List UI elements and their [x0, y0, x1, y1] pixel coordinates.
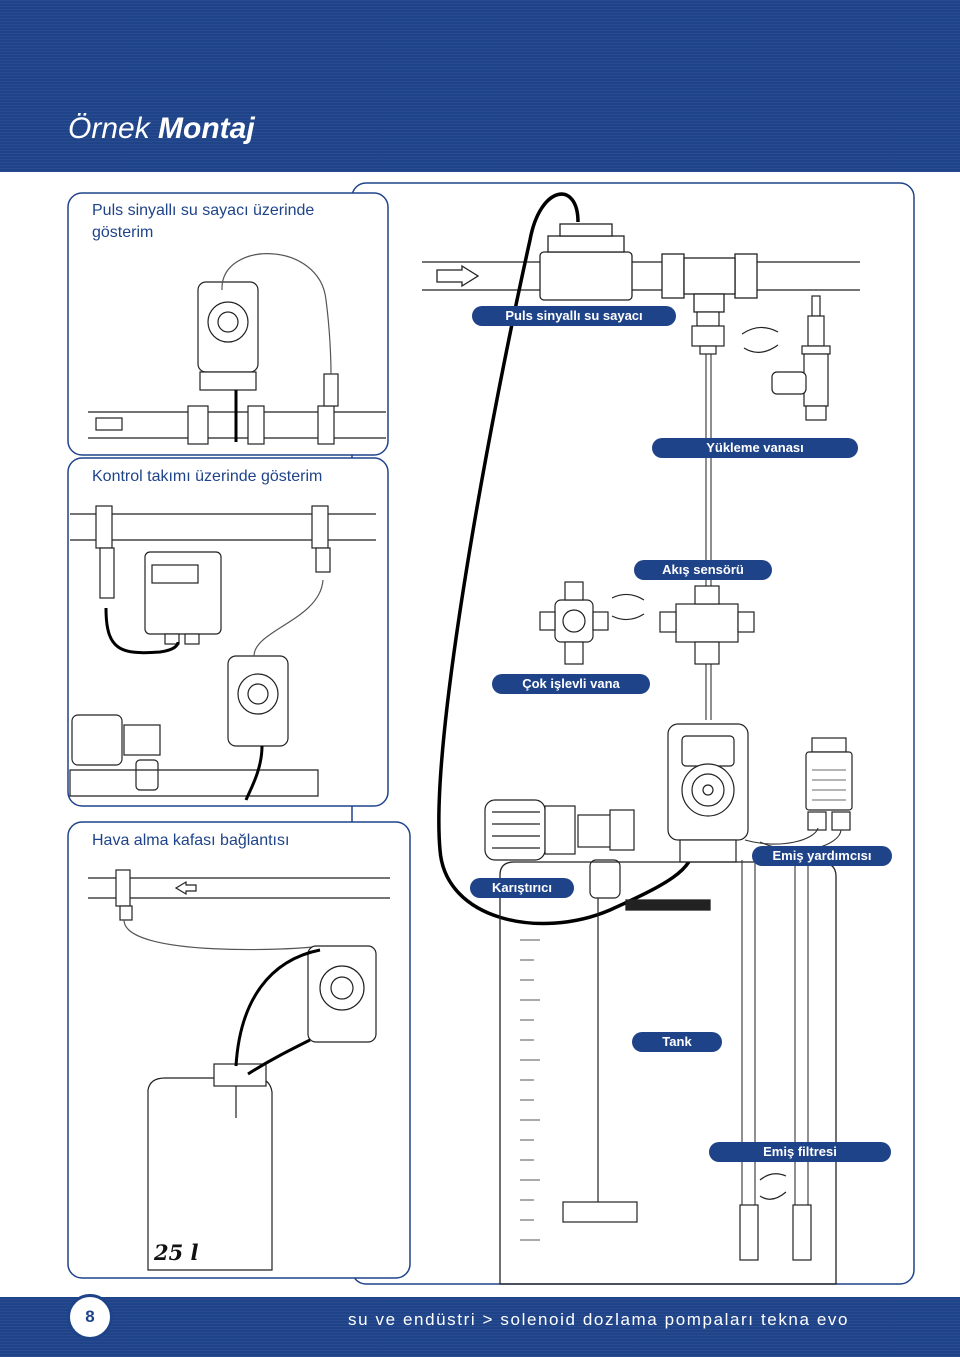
control-panel-frame: [67, 457, 389, 807]
header-texture: [0, 0, 960, 172]
label-tank: Tank: [632, 1032, 722, 1052]
rotation-arrows: [611, 326, 787, 1200]
pulse-cable: [437, 192, 695, 926]
footer-text: su ve endüstri > solenoid dozlama pompal…: [348, 1310, 850, 1329]
pulse-panel-pump: [197, 281, 259, 391]
page-footer: [0, 1297, 960, 1357]
canister-volume-label: 25 l: [154, 1240, 199, 1265]
footer-texture: [0, 1297, 960, 1357]
caption-air-vent: Hava alma kafası bağlantısı: [92, 832, 290, 849]
mixer-drawing: [484, 799, 638, 1223]
label-multi-valve: Çok işlevli vana: [492, 674, 650, 694]
label-flow-sensor: Akış sensörü: [634, 560, 772, 580]
label-mixer: Karıştırıcı: [470, 878, 574, 898]
page-number: 8: [67, 1294, 113, 1340]
dosing-pump-drawing: [667, 723, 749, 863]
airvent-panel-pump: [307, 945, 377, 1043]
injection-valve-drawing: [771, 295, 831, 421]
control-panel-controller: [144, 551, 222, 645]
page-title-bold: Montaj: [158, 112, 255, 145]
label-pulse-meter: Puls sinyallı su sayacı: [472, 306, 676, 326]
page-header: Örnek Montaj: [0, 0, 960, 172]
caption-pulse-meter-line1: Puls sinyallı su sayacı üzerinde: [92, 202, 315, 219]
label-suction-filter: Emiş filtresi: [709, 1142, 891, 1162]
label-suction-aid: Emiş yardımcısı: [752, 846, 892, 866]
multi-valve-drawing: [539, 581, 609, 665]
label-loading-valve: Yükleme vanası: [652, 438, 858, 458]
main-pipe: [422, 223, 860, 313]
page-title-light: Örnek: [68, 112, 159, 145]
loading-valve-drawing: [691, 311, 725, 355]
flow-sensor-drawing: [659, 585, 755, 665]
caption-control-set: Kontrol takımı üzerinde gösterim: [92, 468, 323, 485]
installation-diagram: [67, 182, 915, 1285]
tank-scale: [520, 939, 540, 1241]
suction-filter-drawing: [739, 1204, 812, 1261]
caption-pulse-meter: Puls sinyallı su sayacı üzerinde gösteri…: [92, 200, 314, 244]
page-title: Örnek Montaj: [68, 112, 255, 146]
control-panel-pump: [227, 655, 289, 747]
caption-pulse-meter-line2: gösterim: [92, 224, 154, 241]
suction-aid-drawing: [805, 737, 853, 831]
